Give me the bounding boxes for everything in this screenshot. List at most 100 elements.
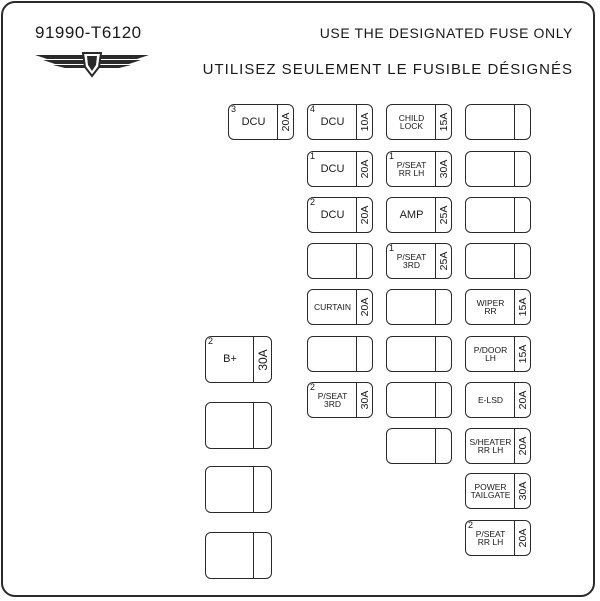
fuse-position-number: 2: [310, 382, 316, 392]
fuse-name-line: E-LSD: [477, 394, 504, 405]
fuse-slot-empty: [386, 336, 452, 372]
fuse-amperage: 15A: [516, 344, 529, 364]
fuse-amperage: 15A: [437, 112, 450, 132]
fuse-divider: [277, 105, 278, 139]
fuse-position-number: 1: [310, 151, 316, 161]
fuse-name-line: P/SEAT: [317, 390, 348, 401]
fuse-name-line: 3RD: [323, 399, 341, 409]
fuse-amperage: 20A: [516, 390, 529, 410]
fuse-name-line: RR LH: [477, 537, 504, 547]
fuse-name-line: DCU: [241, 115, 266, 128]
fuse-divider: [253, 337, 254, 382]
fuse-divider: [514, 474, 515, 508]
fuse-name: CURTAIN: [309, 290, 356, 324]
fuse-name: AMP: [388, 198, 435, 232]
fuse-amperage: 30A: [516, 481, 529, 501]
fuse-position-number: 1: [389, 243, 395, 253]
fuse-slot-empty: [205, 532, 272, 579]
fuse-amperage: 20A: [516, 436, 529, 456]
fuse-amperage: 25A: [437, 251, 450, 271]
fuse-name-line: B+: [223, 353, 237, 365]
fuse-curtain: CURTAIN 20A: [307, 289, 373, 325]
fuse-slot-empty: [386, 289, 452, 325]
fuse-name-line: P/SEAT: [475, 528, 506, 539]
fuse-name: B+: [207, 337, 253, 382]
fuse-name-line: P/DOOR: [473, 344, 508, 355]
fuse-name-line: LOCK: [399, 121, 424, 131]
fuse-divider: [514, 429, 515, 463]
fuse-name-line: AMP: [399, 208, 424, 221]
fuse-position-number: 2: [468, 520, 474, 530]
fuse-amperage: 30A: [255, 348, 270, 371]
fuse-position-number: 2: [208, 336, 214, 346]
fuse-amperage: 30A: [437, 159, 450, 179]
fuse-name: DCU: [309, 198, 356, 232]
fuse-amperage: 20A: [358, 297, 371, 317]
fuse-slot-empty: [205, 466, 272, 513]
fuse-divider: [514, 152, 515, 186]
fuse-name-line: RR: [484, 306, 497, 316]
fuse-name: E-LSD: [467, 383, 514, 417]
fuse-divider: [356, 152, 357, 186]
part-number: 91990-T6120: [35, 23, 142, 42]
fuse-divider: [253, 403, 254, 448]
fuse-name-line: TAILGATE: [470, 490, 511, 500]
fuse-position-number: 3: [231, 104, 237, 114]
fuse-name-line: DCU: [320, 208, 345, 221]
fuse-amperage: 10A: [358, 112, 371, 132]
fuse-divider: [435, 244, 436, 278]
fuse-divider: [435, 290, 436, 324]
fuse-divider: [253, 533, 254, 578]
winged-emblem-icon: [33, 49, 151, 84]
fuse-position-number: 2: [310, 197, 316, 207]
fuse-divider: [514, 521, 515, 555]
fuse-amperage: 15A: [516, 297, 529, 317]
fuse-name-line: CHILD: [398, 112, 425, 123]
fuse-name-line: CURTAIN: [314, 301, 351, 312]
fuse-name-line: P/SEAT: [396, 251, 427, 262]
fuse-divider: [356, 290, 357, 324]
notice-english: USE THE DESIGNATED FUSE ONLY: [319, 25, 573, 41]
fuse-slot-empty: [465, 151, 531, 187]
fuse-divider: [356, 198, 357, 232]
fuse-divider: [435, 198, 436, 232]
fuse-divider: [514, 105, 515, 139]
fuse-name-line: RR LH: [398, 168, 425, 178]
fuse-slot-empty: [465, 243, 531, 279]
fuse-name-line: 3RD: [402, 260, 420, 270]
fuse-amperage: 20A: [358, 205, 371, 225]
fuse-divider: [514, 383, 515, 417]
fuse-name-line: WIPER: [476, 297, 505, 308]
fuse-position-number: 4: [310, 104, 316, 114]
fuse-name-line: POWER: [474, 481, 507, 492]
fuse-name-line: RR LH: [477, 445, 504, 455]
fuse-amperage: 30A: [358, 390, 371, 410]
fuse-divider: [514, 290, 515, 324]
fuse-slot-empty: [307, 243, 373, 279]
fuse-divider: [356, 105, 357, 139]
fuse-divider: [253, 467, 254, 512]
fuse-slot-empty: [386, 382, 452, 418]
fuse-amperage: 20A: [516, 528, 529, 548]
fuse-divider: [435, 105, 436, 139]
fuse-divider: [356, 337, 357, 371]
